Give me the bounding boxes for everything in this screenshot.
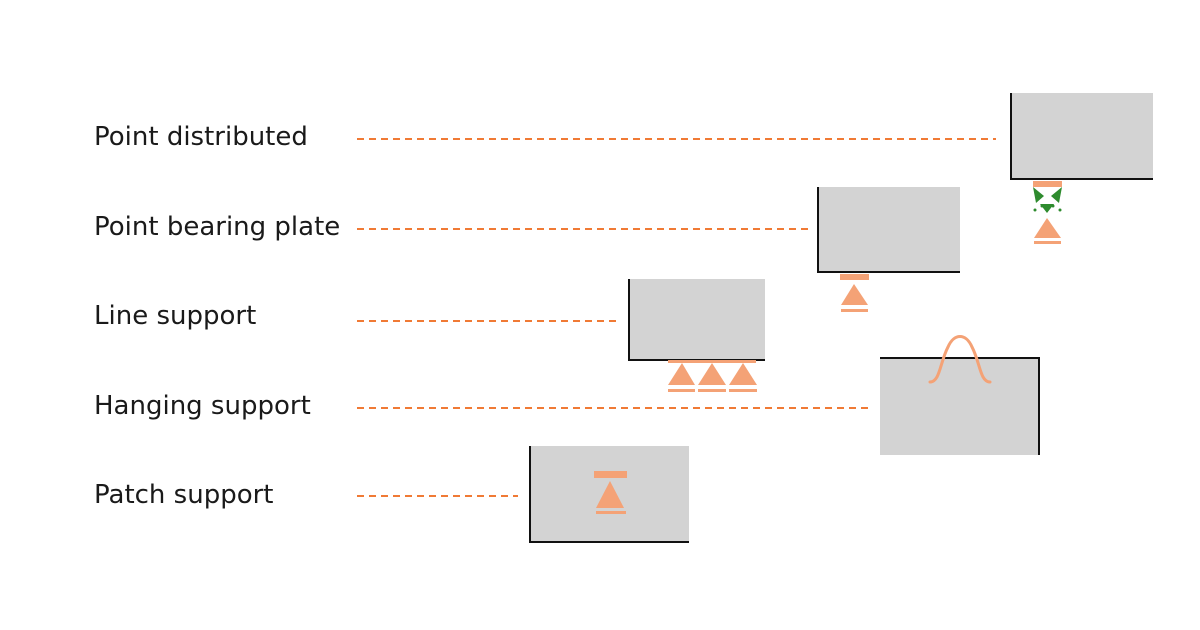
block-patch-support <box>529 446 689 543</box>
support-triangle-icon <box>1034 218 1061 244</box>
block-point-bearing-plate <box>817 187 960 312</box>
line-plate-icon <box>668 360 756 363</box>
hanger-loop-icon <box>928 335 992 384</box>
label-line-support: Line support <box>94 301 257 331</box>
label-point-bearing-plate: Point bearing plate <box>94 212 341 242</box>
bearing-plate-icon <box>1033 181 1062 187</box>
support-triangle-icon <box>668 363 757 392</box>
support-triangle-icon <box>841 284 868 312</box>
bearing-plate-icon <box>840 274 869 280</box>
label-patch-support: Patch support <box>94 480 274 510</box>
label-point-distributed: Point distributed <box>94 122 308 152</box>
spring-arrows-icon <box>1033 187 1062 213</box>
patch-support-icon <box>594 471 627 514</box>
leader-lines <box>357 138 996 497</box>
block-line-support <box>628 279 765 392</box>
label-hanging-support: Hanging support <box>94 391 311 421</box>
block-point-distributed <box>1010 93 1153 244</box>
block-hanging-support <box>880 335 1040 455</box>
